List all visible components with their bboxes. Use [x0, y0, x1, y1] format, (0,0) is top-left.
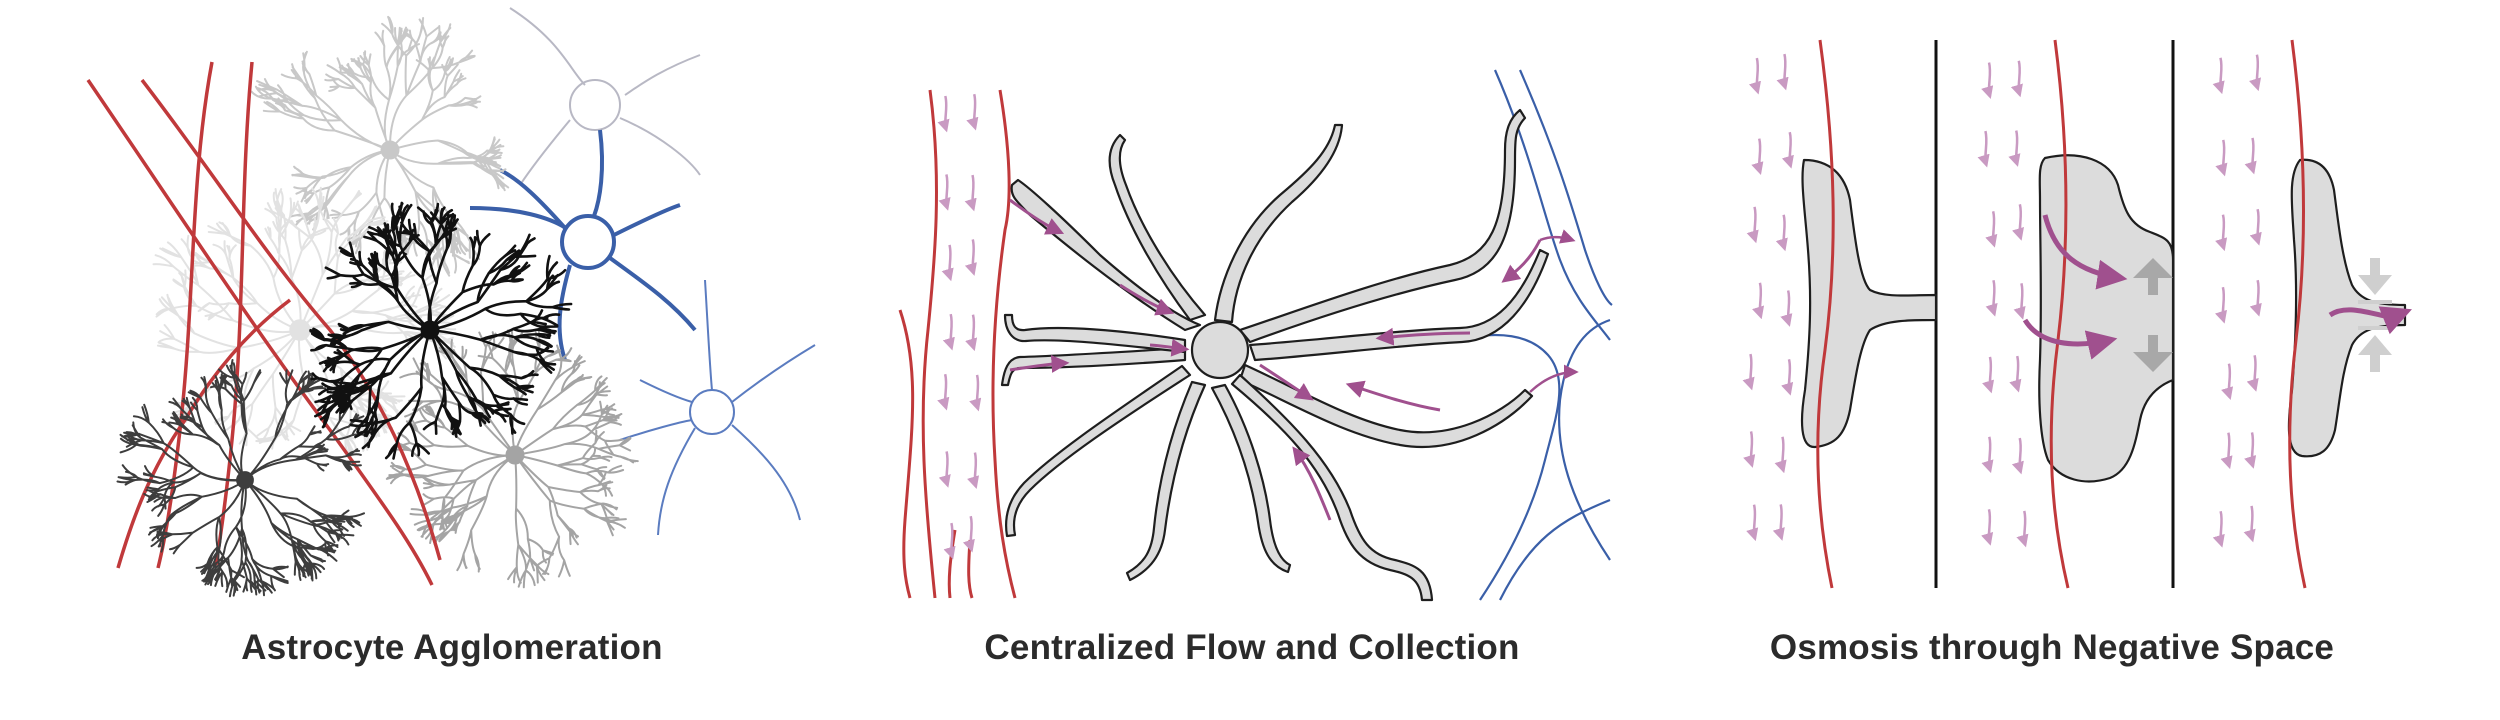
flow-arrow: [1981, 62, 1994, 99]
flow-arrow: [1776, 53, 1789, 91]
flow-arrow: [1981, 509, 1994, 546]
flow-arrow: [2212, 510, 2225, 548]
panel-astrocyte-agglomeration: [86, 7, 816, 598]
astrocyte-process: [309, 201, 573, 460]
flow-arrow: [937, 95, 950, 133]
caption-osmosis-negative-space: Osmosis through Negative Space: [1769, 628, 2335, 667]
flow-arrow: [1774, 436, 1787, 474]
caption-astrocyte-agglomeration: Astrocyte Agglomeration: [241, 628, 663, 667]
flow-arrow: [1752, 282, 1765, 320]
flow-arrow: [1985, 210, 1998, 248]
flow-arrow: [1772, 504, 1785, 541]
flow-arrow: [1977, 130, 1990, 168]
vessel-left: [898, 89, 1017, 599]
flow-arrow: [2249, 208, 2262, 246]
internal-flow-arrows: [1009, 198, 1542, 521]
pressure-arrows: [2133, 258, 2173, 372]
flow-arrow: [1746, 206, 1759, 244]
flow-arrow: [2243, 505, 2256, 543]
flow-arrow: [2010, 60, 2023, 98]
panel-centralized-flow: [898, 69, 1613, 602]
osmosis-flow-arrows: [1742, 53, 2262, 548]
flow-arrow: [937, 373, 950, 411]
flow-arrow: [2013, 283, 2026, 320]
astrocyte-soma: [236, 471, 254, 489]
blood-vessel-walls: [86, 61, 442, 586]
external-flow-arrows: [1529, 229, 1579, 393]
flow-arrow: [1743, 431, 1756, 468]
flow-arrow: [2215, 139, 2228, 177]
astrocyte-black: [309, 201, 573, 460]
flow-arrow: [1780, 290, 1793, 327]
flow-arrow: [1781, 131, 1794, 169]
flow-arrow: [964, 239, 977, 276]
flow-arrow: [964, 174, 977, 212]
flow-arrow: [2011, 437, 2024, 475]
flow-arrow: [2221, 363, 2234, 401]
flow-arrow: [2212, 57, 2225, 95]
flow-arrow: [2215, 214, 2228, 252]
flow-arrow: [2220, 432, 2233, 470]
blue-neuron-light: [619, 279, 816, 536]
astrocyte-soma: [289, 319, 311, 341]
pressure-arrows-light: [2358, 258, 2392, 372]
background-neurons: [509, 7, 701, 186]
astrocyte-soma: [505, 445, 525, 465]
astrocyte-soma: [420, 320, 440, 340]
flow-arrow: [938, 174, 951, 211]
flow-arrow: [2249, 54, 2262, 92]
flow-arrow: [962, 515, 975, 553]
osmosis-purple-arrows: [2022, 214, 2412, 360]
vessel-flow-arrows: [937, 93, 982, 560]
astrocyte-dark-gray: [116, 359, 368, 598]
flow-arrow: [2244, 137, 2257, 175]
flow-arrow: [2215, 286, 2228, 324]
flow-arrow: [2016, 510, 2029, 548]
flow-arrow: [1748, 57, 1761, 95]
osmosis-cells: [1800, 154, 2407, 483]
flow-arrow: [942, 313, 955, 351]
flow-arrow: [966, 93, 979, 131]
flow-arrow: [967, 452, 980, 489]
flow-arrow: [2249, 279, 2262, 317]
flow-arrow: [941, 244, 954, 282]
flow-arrow: [2008, 130, 2021, 167]
flow-arrow: [1742, 353, 1755, 391]
flow-arrow: [938, 451, 951, 488]
flow-arrow: [1781, 358, 1794, 396]
flow-arrow: [2009, 355, 2022, 393]
flow-arrow: [2012, 204, 2024, 241]
astrocyte-process: [116, 359, 368, 598]
flow-arrow: [969, 374, 982, 412]
flow-arrow: [1746, 504, 1759, 542]
flow-arrow: [1985, 279, 1998, 317]
flow-arrow: [2244, 432, 2257, 469]
panel-osmosis-negative-space: [1742, 39, 2412, 589]
astrocyte-gray: [385, 329, 639, 589]
flow-arrow: [1775, 214, 1788, 252]
flow-arrow: [1751, 138, 1764, 176]
flow-arrow: [1982, 356, 1995, 394]
flow-arrow: [1981, 436, 1994, 474]
flow-arrow: [965, 314, 978, 352]
blue-neuron-dark: [469, 129, 697, 361]
astrocyte-soma: [380, 140, 400, 160]
caption-centralized-flow: Centralized Flow and Collection: [984, 628, 1520, 667]
flow-arrow: [2246, 355, 2259, 392]
flow-arrow: [943, 522, 956, 560]
central-astrocyte: [1000, 108, 1550, 602]
